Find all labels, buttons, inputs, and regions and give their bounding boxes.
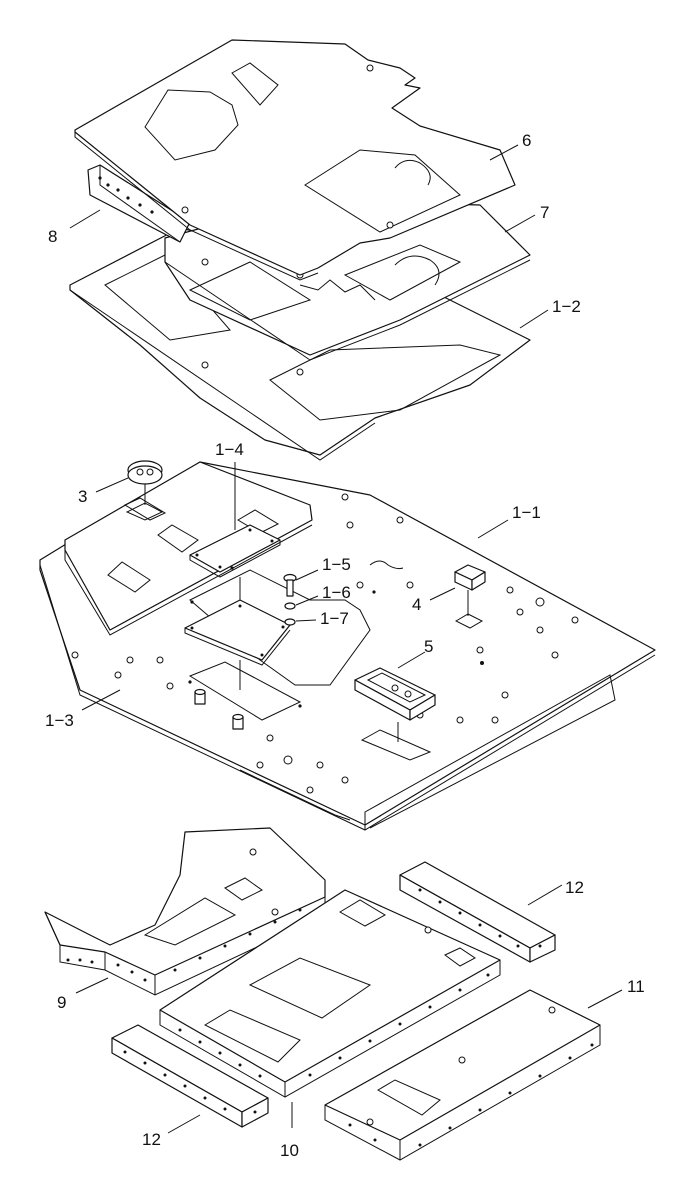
part-12-beam-bottom <box>111 1024 269 1128</box>
part-labels: 6 7 8 1−2 1−4 3 1−1 1−5 1−6 1−7 4 5 1−3 … <box>45 131 645 1160</box>
label-1-4: 1−4 <box>215 440 244 459</box>
part-12-beam-top <box>399 861 556 963</box>
label-4: 4 <box>412 595 421 614</box>
floor-studs <box>194 688 244 730</box>
label-1-6: 1−6 <box>322 583 351 602</box>
part-1-6-washer <box>284 602 296 610</box>
label-1-5: 1−5 <box>322 555 351 574</box>
label-11: 11 <box>627 977 645 996</box>
label-5: 5 <box>424 637 433 656</box>
label-8: 8 <box>48 227 57 246</box>
label-3: 3 <box>78 487 87 506</box>
label-7: 7 <box>540 203 549 222</box>
leader-lines <box>69 144 623 1134</box>
label-12-top: 12 <box>565 878 584 897</box>
part-11-frame <box>324 989 601 1161</box>
part-1-1-floor-plate <box>39 461 656 831</box>
part-1-4-cover-plate <box>189 524 281 578</box>
label-1-7: 1−7 <box>320 609 349 628</box>
part-1-5-bolt <box>283 573 297 597</box>
label-1-3: 1−3 <box>45 711 74 730</box>
part-4-grommet <box>454 564 486 629</box>
label-12-bottom: 12 <box>142 1130 161 1149</box>
label-6: 6 <box>522 131 531 150</box>
part-1-7-washer <box>284 618 296 626</box>
part-3-grommet <box>125 460 164 521</box>
label-10: 10 <box>280 1141 299 1160</box>
label-1-2: 1−2 <box>552 297 581 316</box>
part-8-bracket <box>87 164 191 243</box>
part-5-cable-grommet <box>354 667 436 742</box>
label-9: 9 <box>57 993 66 1012</box>
label-1-1: 1−1 <box>512 503 541 522</box>
part-6-top-cover <box>74 39 516 281</box>
part-10-frame <box>159 889 501 1098</box>
